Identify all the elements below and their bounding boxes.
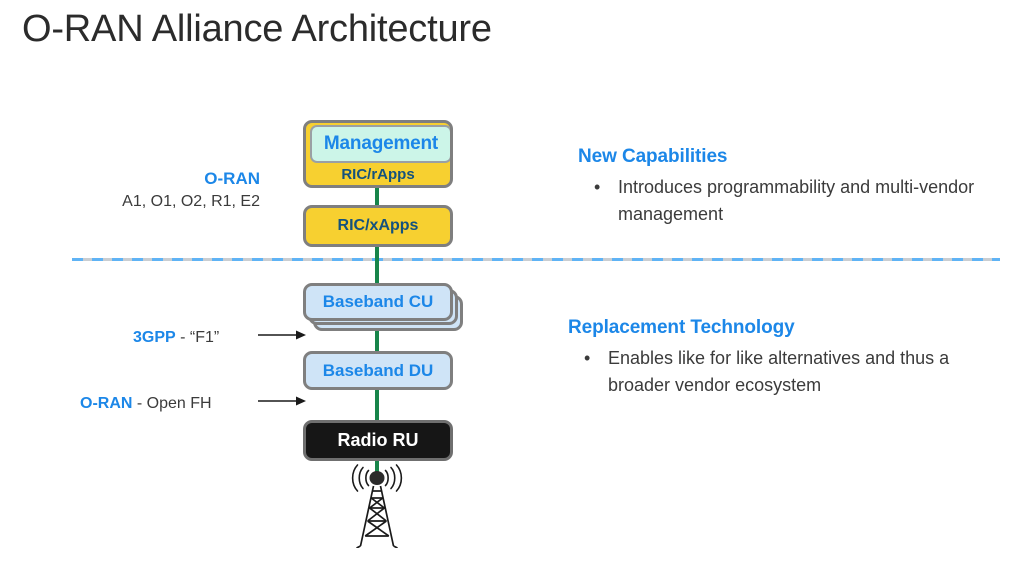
node-management-label: Management (323, 133, 439, 154)
label-oran-open-fh: O-RAN - Open FH (80, 394, 212, 414)
panel-new-capabilities-list: • Introduces programmability and multi-v… (578, 174, 978, 228)
label-oran-open-fh-highlight: O-RAN (80, 395, 133, 412)
right-arrow-icon-f1 (258, 328, 306, 340)
list-item-text: Enables like for like alternatives and t… (608, 348, 950, 395)
list-item: • Enables like for like alternatives and… (568, 345, 968, 399)
label-3gpp-f1-rest: - “F1” (175, 329, 220, 346)
node-baseband-du-label: Baseband DU (322, 360, 434, 380)
label-3gpp-f1: 3GPP - “F1” (133, 328, 219, 348)
panel-new-capabilities: New Capabilities • Introduces programmab… (578, 146, 978, 228)
label-oran-open-fh-rest: - Open FH (132, 395, 212, 412)
node-ric-rapps-label: RIC/rApps (341, 166, 415, 183)
page-title: O-RAN Alliance Architecture (22, 8, 492, 50)
node-baseband-cu-label: Baseband CU (322, 292, 434, 311)
node-baseband-cu[interactable]: Baseband CU (303, 283, 465, 331)
node-ric-xapps[interactable]: RIC/xApps (303, 205, 453, 247)
label-oran-interfaces-list: A1, O1, O2, R1, E2 (122, 193, 260, 210)
node-management[interactable]: Management RIC/rApps (303, 120, 453, 188)
node-baseband-du[interactable]: Baseband DU (303, 351, 453, 390)
node-radio-ru-label: Radio RU (337, 430, 419, 450)
panel-replacement-technology-list: • Enables like for like alternatives and… (568, 345, 968, 399)
node-baseband-cu-front: Baseband CU (303, 283, 453, 321)
section-divider (72, 255, 1000, 263)
list-item: • Introduces programmability and multi-v… (578, 174, 978, 228)
node-radio-ru[interactable]: Radio RU (303, 420, 453, 461)
divider-dashed-line (72, 258, 1000, 261)
panel-new-capabilities-heading: New Capabilities (578, 146, 728, 167)
bullet-glyph: • (584, 348, 591, 368)
node-ric-xapps-label: RIC/xApps (337, 217, 419, 234)
label-3gpp-f1-highlight: 3GPP (133, 329, 176, 346)
bullet-glyph: • (594, 177, 601, 197)
panel-replacement-technology-heading: Replacement Technology (568, 317, 795, 338)
label-oran-interfaces: O-RAN A1, O1, O2, R1, E2 (80, 168, 260, 214)
right-arrow-icon-open-fh (258, 394, 306, 406)
node-management-inner: Management (310, 125, 450, 163)
list-item-text: Introduces programmability and multi-ven… (618, 177, 975, 224)
panel-replacement-technology: Replacement Technology • Enables like fo… (568, 317, 968, 399)
cell-tower-icon (344, 462, 410, 549)
label-oran-interfaces-heading: O-RAN (204, 169, 260, 188)
